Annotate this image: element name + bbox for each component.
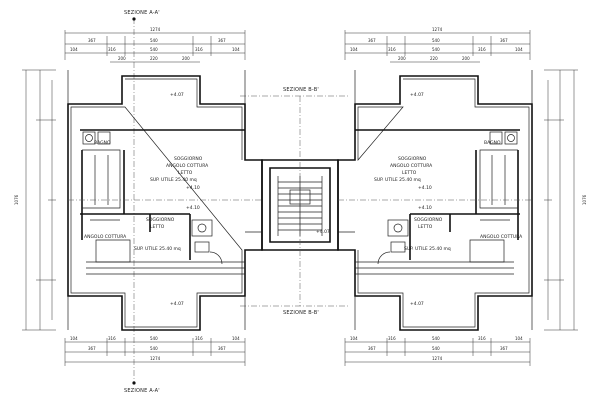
room-area: LETTO	[178, 170, 193, 176]
dim-text: 104	[515, 47, 523, 52]
dim-text: 104	[350, 336, 358, 341]
dim-text: 200	[398, 56, 406, 61]
section-marker-a-bottom: SEZIONE A-A'	[124, 381, 160, 394]
dim-text: 367	[368, 38, 376, 43]
dim-text: 367	[500, 346, 508, 351]
dim-text: 540	[150, 38, 158, 43]
dim-overall: 1274	[150, 356, 161, 361]
dim-text: 540	[150, 47, 158, 52]
room-area: LETTO	[402, 170, 417, 176]
section-marker-b-top: SEZIONE B-B'	[240, 87, 350, 97]
dim-text: 540	[150, 346, 158, 351]
left-dims-side: 1076	[14, 69, 56, 331]
dim-side-overall: 1076	[582, 194, 587, 205]
room-name: BAGNO	[94, 140, 111, 146]
left-dims-bottom: 104 316 540 316 104 367 540 367 1274	[64, 336, 246, 366]
dim-text: 316	[195, 336, 203, 341]
dim-text: 316	[388, 336, 396, 341]
dim-text: 540	[432, 38, 440, 43]
left-dims-top: 1274 367 540 367 104 316 540 316 104 200…	[64, 27, 246, 63]
dim-text: 316	[195, 47, 203, 52]
dim-text: 316	[108, 47, 116, 52]
room-name: BAGNO	[484, 140, 501, 146]
section-label-b-top: SEZIONE B-B'	[283, 87, 319, 93]
stair-core: +4.07	[245, 96, 355, 306]
right-dims-bottom: 104 316 540 316 104 367 540 367 1274	[344, 336, 531, 366]
dim-text: 367	[88, 38, 96, 43]
room-sub: ANGOLO COTTURA	[390, 163, 433, 169]
level-mark: +4.07	[170, 301, 184, 307]
dim-text: 104	[515, 336, 523, 341]
level-mark: +4.07	[316, 229, 330, 235]
right-unit: 1274 367 540 367 104 316 540 316 104 200…	[337, 27, 587, 366]
section-marker-b-bottom: SEZIONE B-B'	[240, 305, 350, 316]
right-outer-walls	[337, 75, 533, 331]
room-note: SUP. UTILE 25.40 mq	[150, 177, 197, 183]
room-name: SOGGIORNO	[398, 156, 427, 162]
right-room-labels: SOGGIORNO ANGOLO COTTURA LETTO SUP. UTIL…	[374, 140, 523, 252]
dim-text: 220	[150, 56, 158, 61]
dim-text: 316	[478, 336, 486, 341]
room-name: ANGOLO COTTURA	[480, 234, 523, 240]
dim-overall: 1274	[432, 356, 443, 361]
section-marker-a-top: SEZIONE A-A'	[124, 10, 160, 384]
dim-text: 200	[118, 56, 126, 61]
section-label-a-top: SEZIONE A-A'	[124, 10, 160, 16]
left-unit: 1274 367 540 367 104 316 540 316 104 200…	[14, 27, 263, 366]
section-label-a-bottom: SEZIONE A-A'	[124, 388, 160, 394]
dim-text: 540	[432, 47, 440, 52]
level-mark: +4.07	[410, 92, 424, 98]
dim-overall: 1274	[150, 27, 161, 32]
dim-text: 316	[388, 47, 396, 52]
section-label-b-bottom: SEZIONE B-B'	[283, 310, 319, 316]
dim-text: 540	[432, 336, 440, 341]
room-note: SUP. UTILE 25.40 mq	[404, 246, 451, 252]
room-name: SOGGIORNO	[146, 217, 175, 223]
room-sub: LETTO	[418, 224, 433, 230]
room-name: SOGGIORNO	[174, 156, 203, 162]
room-name: SOGGIORNO	[414, 217, 443, 223]
room-sub: LETTO	[150, 224, 165, 230]
dim-text: 316	[108, 336, 116, 341]
dim-text: 104	[70, 47, 78, 52]
dim-text: 104	[232, 47, 240, 52]
dim-text: 104	[350, 47, 358, 52]
dim-text: 200	[462, 56, 470, 61]
level-mark: +4.10	[186, 205, 200, 211]
level-mark: +4.10	[186, 185, 200, 191]
level-mark: +4.07	[410, 301, 424, 307]
dim-text: 220	[430, 56, 438, 61]
dim-overall: 1274	[432, 27, 443, 32]
dim-text: 200	[182, 56, 190, 61]
dim-text: 540	[432, 346, 440, 351]
dim-text: 540	[150, 336, 158, 341]
dim-text: 367	[368, 346, 376, 351]
level-mark: +4.10	[418, 185, 432, 191]
left-room-labels: SOGGIORNO ANGOLO COTTURA LETTO SUP. UTIL…	[84, 140, 209, 252]
dim-text: 104	[70, 336, 78, 341]
level-mark: +4.10	[418, 205, 432, 211]
left-outer-walls	[67, 75, 263, 331]
dim-text: 367	[218, 346, 226, 351]
dim-text: 367	[500, 38, 508, 43]
dim-text: 367	[88, 346, 96, 351]
room-sub: ANGOLO COTTURA	[166, 163, 209, 169]
room-note: SUP. UTILE 25.40 mq	[134, 246, 181, 252]
dim-text: 367	[218, 38, 226, 43]
right-dims-top: 1274 367 540 367 104 316 540 316 104 200…	[344, 27, 531, 63]
dim-text: 104	[232, 336, 240, 341]
room-name: ANGOLO COTTURA	[84, 234, 127, 240]
level-mark: +4.07	[170, 92, 184, 98]
dim-side-overall: 1076	[14, 194, 19, 205]
room-note: SUP. UTILE 25.40 mq	[374, 177, 421, 183]
dim-text: 316	[478, 47, 486, 52]
right-dims-side: 1076	[544, 69, 587, 331]
